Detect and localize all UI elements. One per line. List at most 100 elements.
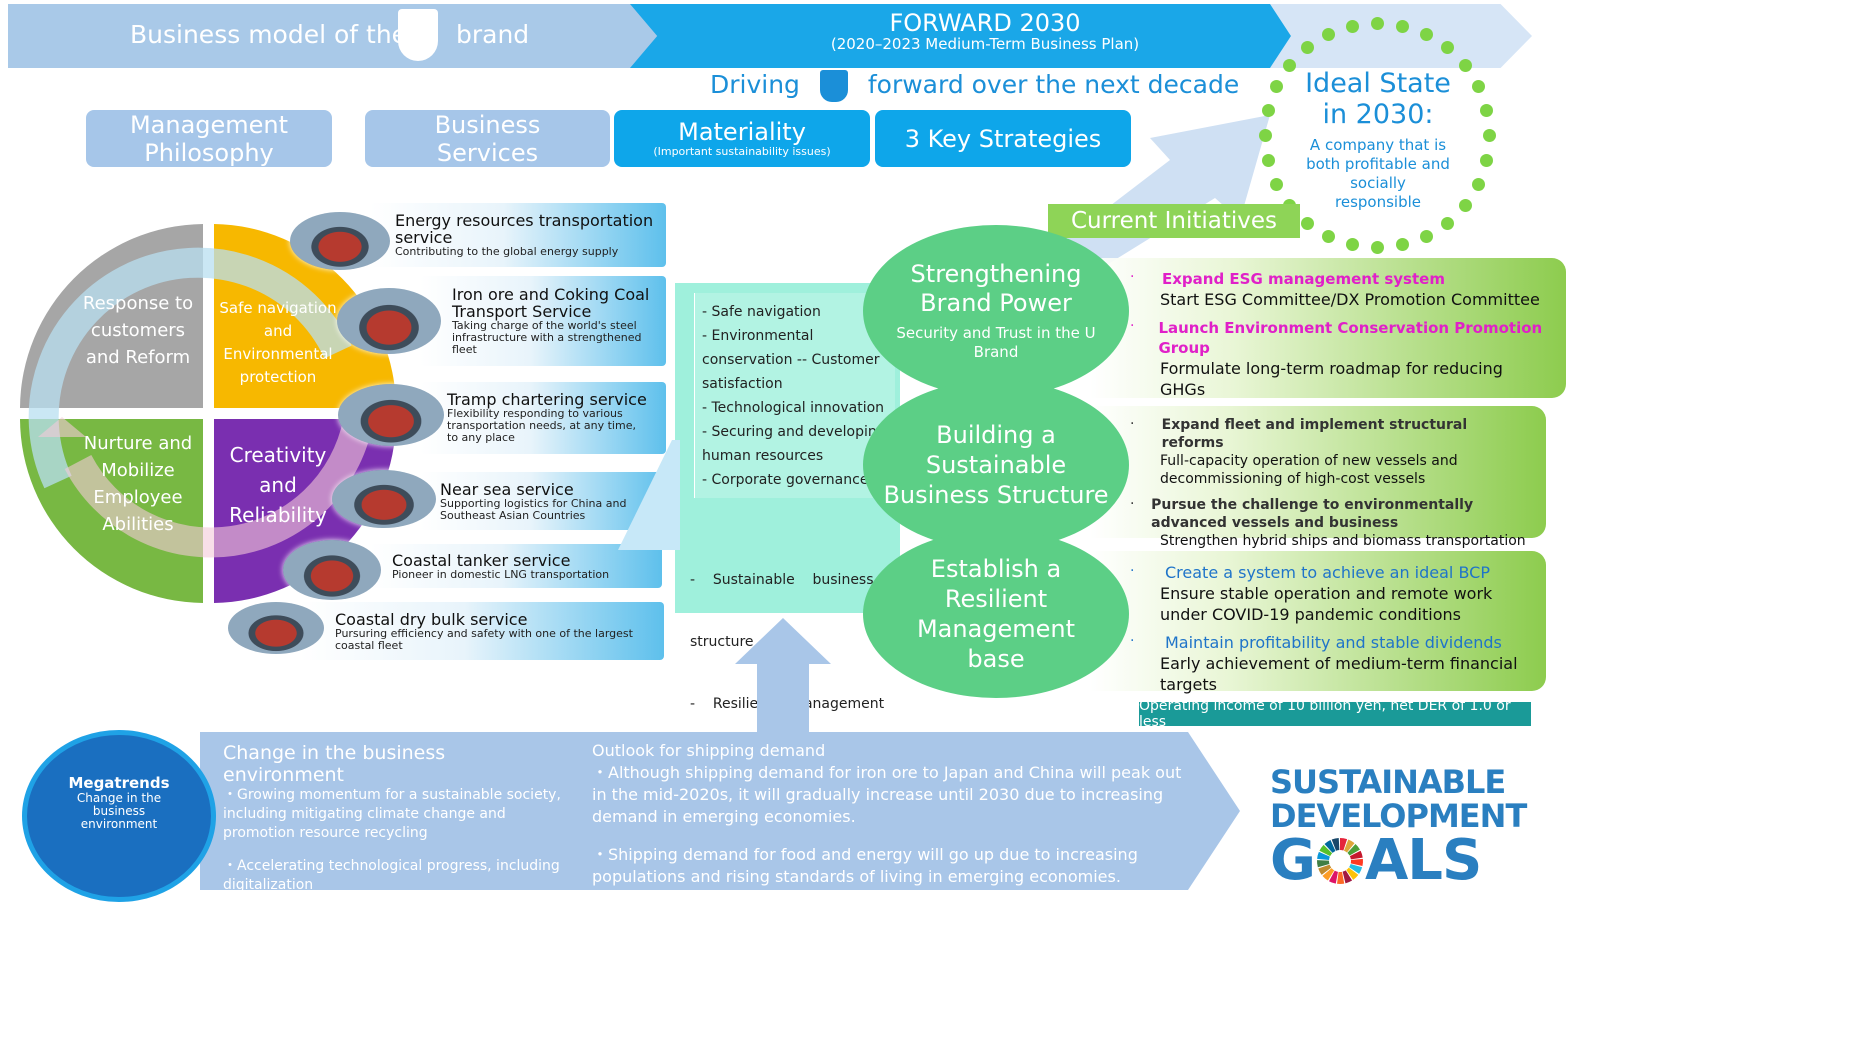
materiality-item: - Technological innovation [702,400,885,416]
service-desc: Supporting logistics for China and South… [440,497,627,522]
initiative-body: Full-capacity operation of new vessels a… [1160,453,1458,487]
pill-materiality-sub: (Important sustainability issues) [653,145,831,158]
pill-key-strategies-label: 3 Key Strategies [904,124,1102,153]
banner-forward-2030 [630,4,1310,68]
sdg-line-3: G ALS [1270,833,1510,889]
shipping-outlook-item: ・Shipping demand for food and energy wil… [592,845,1138,886]
sdg-wheel-segment [1350,858,1363,867]
initiative-head: Launch Environment Conservation Promotio… [1158,319,1543,357]
sdg-g: G [1270,828,1316,893]
sdg-wheel-segment [1347,844,1360,856]
initiative-band-management [1090,551,1546,691]
materiality-lower-item: structure [690,634,754,650]
driving-prefix: Driving [710,70,800,99]
service-title: Energy resources transportation service [395,211,654,247]
initiative-item: · Launch Environment Conservation Promot… [1130,318,1550,358]
pill-management-philosophy: Management Philosophy [86,110,332,167]
service-coastal-tanker-text: Coastal tanker service Pioneer in domest… [392,552,657,581]
service-coastal-dry-bulk-text: Coastal dry bulk service Pursuring effic… [335,611,655,652]
strategy-business-structure: Building a Sustainable Business Structur… [863,380,1129,550]
initiative-body: Early achievement of medium-term financi… [1160,654,1518,694]
initiative-item: · Expand ESG management system [1130,269,1550,289]
sdg-wheel-segment [1331,838,1340,851]
materiality-item: - Corporate governance [702,472,869,488]
megatrends-circle: Megatrends Change in the business enviro… [22,730,216,902]
initiative-group-brand: · Expand ESG management system Start ESG… [1130,269,1550,400]
ship-photo-coastal-tanker [283,540,381,600]
strategy-title: Strengthening Brand Power [910,260,1082,317]
sdg-als: ALS [1364,828,1482,893]
sdg-wheel-segment [1342,870,1353,884]
ideal-state-dot [1458,59,1472,73]
service-title: Coastal dry bulk service [335,610,528,629]
service-near-sea-text: Near sea service Supporting logistics fo… [440,481,655,522]
ideal-state-dot [1440,216,1454,230]
sdg-wheel-segment [1322,868,1335,881]
banner-left-prefix: Business model of the [130,20,408,49]
strategy-title: Building a Sustainable Business Structur… [883,421,1109,509]
quadrant-label-top-right: Safe navigation and Environmental protec… [219,299,337,386]
shipping-outlook-item: ・Although shipping demand for iron ore t… [592,763,1182,826]
sdg-wheel-segment [1328,870,1338,884]
cycle-arrow-lower [64,418,373,558]
bullet: · [1130,416,1135,432]
ideal-state-dot [1259,129,1272,142]
cycle-arrow-head [38,417,86,437]
service-title: Tramp chartering service [447,390,647,409]
materiality-item: - Securing and developing [702,424,886,440]
ideal-state-dot [1419,28,1433,42]
pill-key-strategies: 3 Key Strategies [875,110,1131,167]
sdg-logo: SUSTAINABLE DEVELOPMENT G ALS [1270,763,1527,889]
service-desc: Taking charge of the world's steel infra… [452,319,642,356]
ideal-state-dot [1395,19,1409,33]
ideal-state-dot [1458,198,1472,212]
ideal-state-dot [1301,41,1315,55]
ship-photo-near-sea [332,470,436,528]
service-desc: Pursuring efficiency and safety with one… [335,627,633,652]
strategy-brand-power: Strengthening Brand Power Security and T… [863,225,1129,397]
ideal-state-dot [1301,216,1315,230]
initiative-body: Ensure stable operation and remote work … [1160,584,1493,624]
service-desc: Pioneer in domestic LNG transportation [392,568,610,581]
banner-left-suffix: brand [456,20,530,49]
bullet: · [1130,496,1135,512]
ideal-state-dot [1480,153,1494,167]
ideal-state-dot [1270,80,1284,94]
service-energy-text: Energy resources transportation service … [395,212,660,258]
initiative-item: · Pursue the challenge to environmentall… [1130,496,1530,532]
ideal-state-dot [1283,59,1297,73]
operating-income-target: Operating income of 10 billion yen, net … [1139,698,1531,730]
sdg-wheel-segment [1316,860,1330,868]
sdg-wheel-segment [1317,851,1330,860]
ideal-state-dot [1322,229,1336,243]
ideal-state-dot [1440,41,1454,55]
u-brand-logo [398,9,438,61]
initiative-head: Pursue the challenge to environmentally … [1151,497,1474,531]
ideal-state-dot [1261,153,1275,167]
env-change-item: ・Accelerating technological progress, in… [223,858,560,893]
sdg-line-1: SUSTAINABLE [1270,763,1506,801]
initiative-body: Formulate long-term roadmap for reducing… [1160,359,1503,399]
initiative-band-brand [1090,258,1566,398]
banner-mid-text: FORWARD 2030 (2020–2023 Medium-Term Busi… [700,10,1270,53]
pill-management-philosophy-label: Management Philosophy [129,110,289,167]
ship-photo-tramp [338,384,444,446]
up-arrow [735,618,831,733]
initiative-band-business [1090,406,1546,538]
service-energy [370,203,666,267]
service-tramp [420,382,666,454]
quadrant-label-bottom-right: Creativity and Reliability [229,443,327,527]
ship-photo-coastal-dry-bulk [228,602,324,654]
service-title: Coastal tanker service [392,551,571,570]
service-coastal-dry-bulk [300,602,664,660]
materiality-item: - Safe navigation [702,304,821,320]
materiality-list: - Safe navigation - Environmental conser… [702,300,894,492]
initiative-head: Expand fleet and implement structural re… [1161,417,1468,451]
ideal-state-dot [1322,28,1336,42]
materiality-lower-item: - Sustainable business [690,572,874,588]
initiative-head: Maintain profitability and stable divide… [1165,633,1502,652]
bullet: · [1130,633,1135,649]
ideal-state-dot [1270,177,1284,191]
service-near-sea [420,472,666,530]
pill-materiality: Materiality (Important sustainability is… [614,110,870,167]
